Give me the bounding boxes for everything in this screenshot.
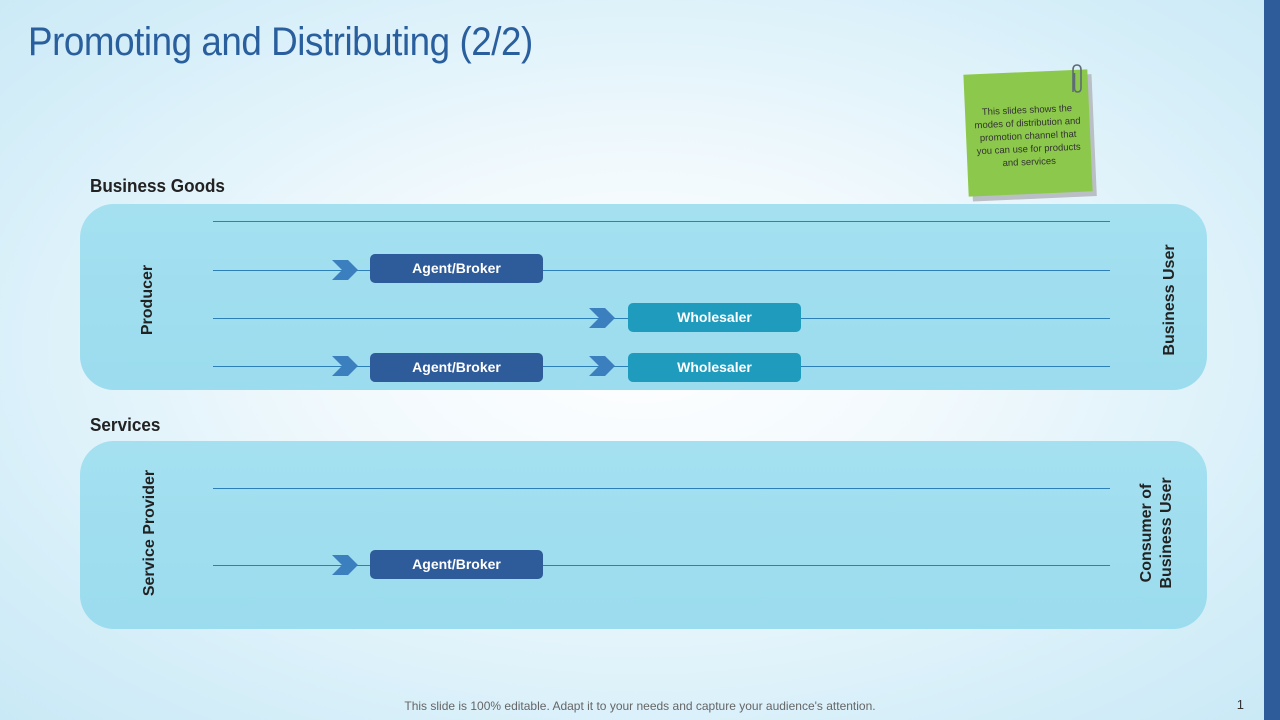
source-label-producer: Producer: [139, 264, 156, 336]
node-agent-broker: Agent/Broker: [370, 353, 543, 382]
paperclip-icon: [1072, 64, 1082, 93]
right-accent-bar: [1264, 0, 1280, 720]
node-agent-broker: Agent/Broker: [370, 254, 543, 283]
section-label-business-goods: Business Goods: [90, 176, 225, 196]
node-agent-broker: Agent/Broker: [370, 550, 543, 579]
node-wholesaler: Wholesaler: [628, 353, 801, 382]
section-label-services: Services: [90, 415, 161, 435]
chevron-right-icon: [332, 555, 358, 575]
target-label-line2: Business User: [1158, 477, 1175, 589]
sticky-note-text: This slides shows the modes of distribut…: [974, 103, 1081, 170]
node-wholesaler: Wholesaler: [628, 303, 801, 332]
page-number: 1: [1236, 697, 1244, 712]
chevron-right-icon: [332, 356, 358, 376]
channel-line: [213, 565, 1110, 566]
slide-title: Promoting and Distributing (2/2): [28, 20, 533, 64]
source-label-service-provider: Service Provider: [141, 469, 158, 597]
target-label-consumer-of-business-user: Consumer of Business User: [1137, 477, 1177, 588]
target-label-business-user: Business User: [1161, 244, 1178, 356]
channel-line: [213, 270, 1110, 271]
chevron-right-icon: [332, 260, 358, 280]
chevron-right-icon: [589, 356, 615, 376]
services-panel: Service Provider Consumer of Business Us…: [80, 441, 1207, 629]
target-label-line1: Consumer of: [1138, 483, 1155, 583]
business-goods-panel: Producer Business User Agent/Broker Whol…: [80, 204, 1207, 390]
footer-text: This slide is 100% editable. Adapt it to…: [404, 699, 876, 713]
channel-line: [213, 221, 1110, 222]
chevron-right-icon: [589, 308, 615, 328]
channel-line: [213, 488, 1110, 489]
